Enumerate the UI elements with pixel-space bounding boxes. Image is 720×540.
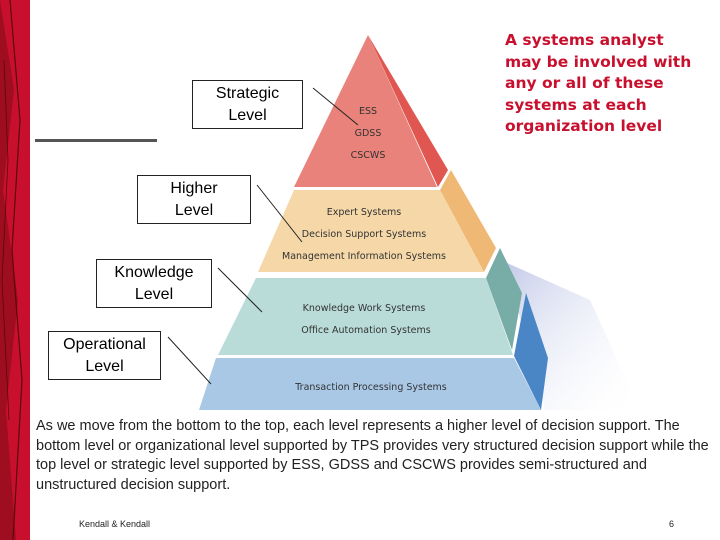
higher-level-label: Higher Level [170,180,218,219]
footer-author: Kendall & Kendall [79,519,151,529]
caption-text: As we move from the bottom to the top, e… [36,418,709,493]
tier-knowledge-item: Knowledge Work Systems [303,303,426,314]
tier-strategic-item: ESS [359,106,377,117]
higher-level-box: Higher Level [137,175,251,224]
page-number: 6 [669,519,675,529]
tier-operational [199,358,541,410]
strategic-level-box: Strategic Level [192,80,303,129]
tier-operational-side [514,293,548,410]
tier-knowledge [218,278,513,355]
connector-higher [256,184,303,243]
tier-operational-item: Transaction Processing Systems [294,382,447,393]
tier-higher-item: Expert Systems [327,207,402,218]
tier-strategic-side [368,35,448,187]
knowledge-level-label: Knowledge Level [114,264,194,303]
tier-knowledge-item: Office Automation Systems [301,325,431,336]
tier-strategic-item: CSCWS [351,150,386,161]
tier-strategic-item: GDSS [355,128,382,139]
decorative-divider [35,139,157,142]
connector-strategic [312,87,359,126]
tier-strategic [294,35,437,187]
decorative-side-band [0,0,30,540]
strategic-level-label: Strategic Level [215,85,280,124]
tier-higher-side [440,170,496,272]
connector-operational [167,336,212,385]
tier-higher-item: Decision Support Systems [302,229,426,240]
analyst-note: A systems analyst may be involved with a… [505,31,692,135]
connector-knowledge [217,267,263,313]
operational-level-label: Operational Level [63,336,146,375]
tier-knowledge-side [486,248,522,350]
operational-level-box: Operational Level [48,331,161,380]
knowledge-level-box: Knowledge Level [96,259,212,308]
tier-higher-item: Management Information Systems [282,251,446,262]
tier-higher [258,190,484,272]
